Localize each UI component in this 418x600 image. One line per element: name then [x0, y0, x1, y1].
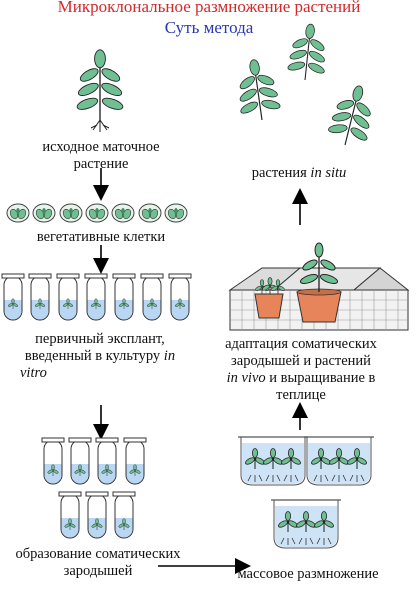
- adaptation-label: адаптация соматических зародышей и расте…: [206, 336, 396, 404]
- adaptation-label-line3-text: и выращивание в: [269, 370, 376, 386]
- explant-label-line2-italic: in: [163, 348, 176, 364]
- embryo-tubes: [41, 437, 147, 539]
- plants-in-situ-text: растения: [251, 165, 307, 181]
- adaptation-label-line4: теплице: [276, 387, 326, 403]
- adaptation-label-line2: зародышей и растений: [231, 353, 371, 369]
- explant-label-line1: первичный эксплант,: [35, 331, 165, 347]
- adaptation-label-line1: адаптация соматических: [225, 336, 377, 352]
- plants-in-situ-italic: in situ: [310, 165, 347, 181]
- mother-plant-label-line2: растение: [73, 156, 129, 172]
- embryos-label: образование соматических зародышей: [0, 546, 196, 580]
- explant-label-line3-italic: vitro: [20, 365, 47, 381]
- explant-label: первичный эксплант, введенный в культуру…: [0, 331, 200, 382]
- explant-label-line2: введенный в культуру in: [0, 348, 200, 365]
- vegetative-cells-label: вегетативные клетки: [36, 229, 166, 245]
- vegetative-cells-row: [6, 203, 188, 223]
- explant-label-line2-text: введенный в культуру: [24, 348, 161, 364]
- mother-plant-label: исходное маточное растение: [20, 139, 182, 173]
- page-title: Микроклональное размножение растений: [57, 0, 361, 16]
- explant-tubes-row: [1, 273, 192, 321]
- adaptation-label-line3-italic: in vivo: [226, 370, 266, 386]
- embryos-label-line2: зародышей: [63, 563, 133, 579]
- mother-plant-label-line1: исходное маточное: [42, 139, 160, 155]
- page-subtitle: Суть метода: [164, 18, 254, 37]
- embryos-label-line1: образование соматических: [15, 546, 181, 562]
- plants-in-situ-icon: [232, 21, 381, 151]
- adaptation-label-line3: in vivo и выращивание в: [206, 370, 396, 387]
- mass-propagation-label: массовое размножение: [237, 566, 379, 582]
- mother-plant-icon: [75, 49, 125, 132]
- plants-in-situ-label: растения in situ: [224, 165, 374, 182]
- mass-propagation-jars: [237, 436, 375, 549]
- greenhouse-icon: [228, 242, 410, 331]
